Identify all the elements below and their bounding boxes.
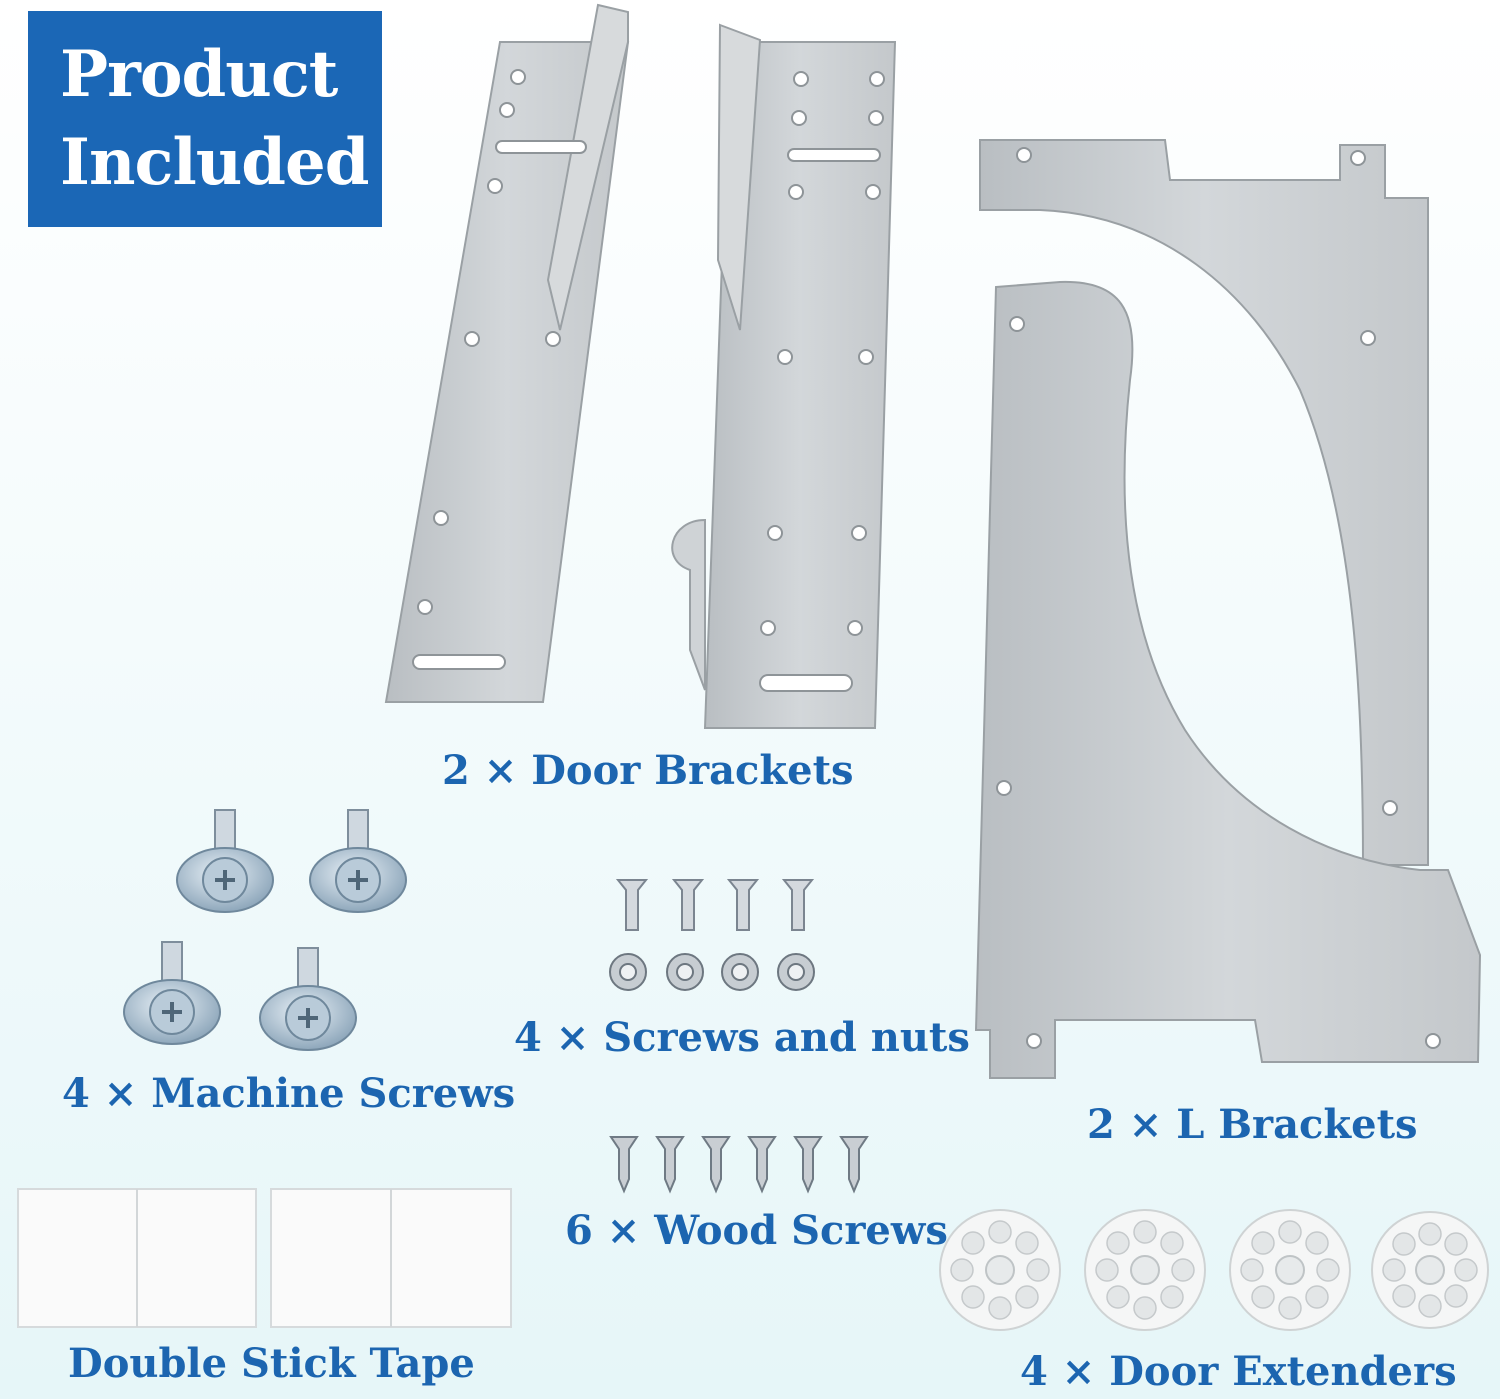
l-bracket-top [979, 139, 1429, 866]
label-double-stick-tape: Double Stick Tape [68, 1340, 475, 1387]
wood-screws [609, 1136, 869, 1194]
double-stick-tape [17, 1188, 512, 1328]
label-machine-screws: 4 × Machine Screws [62, 1070, 516, 1117]
label-door-extenders: 4 × Door Extenders [1020, 1348, 1457, 1395]
product-included-badge: Product Included [28, 11, 382, 227]
label-screws-and-nuts: 4 × Screws and nuts [514, 1014, 970, 1061]
badge-line-1: Product [60, 37, 338, 112]
badge-line-2: Included [60, 125, 370, 200]
l-bracket-bottom [974, 280, 1482, 1079]
screws-and-nuts [609, 879, 815, 991]
machine-screws [123, 809, 407, 1051]
door-extenders [939, 1209, 1489, 1331]
label-door-brackets: 2 × Door Brackets [442, 747, 854, 794]
door-bracket-right [671, 23, 897, 729]
label-wood-screws: 6 × Wood Screws [565, 1207, 948, 1254]
door-bracket-left [384, 3, 630, 703]
label-l-brackets: 2 × L Brackets [1087, 1101, 1418, 1148]
